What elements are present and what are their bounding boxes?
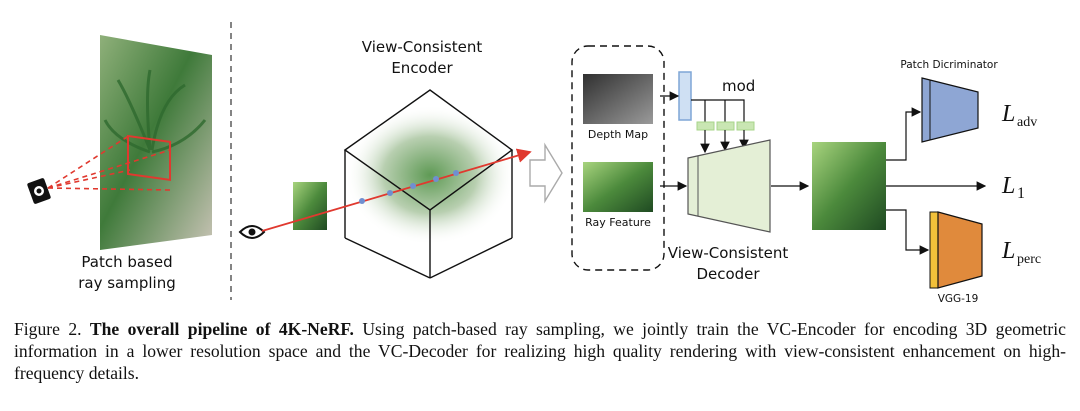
loss-branches [886,107,987,255]
loss-perc-symbol: L [1001,238,1015,264]
loss-perc: L perc [1001,238,1041,267]
loss-adv-symbol: L [1001,101,1015,127]
loss-l1-subscript: 1 [1017,185,1025,202]
sample-points [359,170,459,204]
loss-l1: L 1 [1001,173,1025,202]
caption-prefix: Figure 2. [14,319,82,339]
discriminator-label: Patch Dicriminator [900,59,998,71]
loss-perc-subscript: perc [1017,252,1041,267]
eye-icon [238,225,266,239]
encoder-panel: View-Consistent Encoder [238,38,532,279]
depth-feature-bar [678,71,692,121]
camera-icon [27,178,51,204]
output-image [812,142,886,230]
modulation-block: mod [660,71,755,154]
ray-patch-image [293,182,327,230]
sampling-rays [47,134,171,191]
decoder-label-line1: View-Consistent [668,244,789,262]
depth-map-image [583,74,653,124]
depth-map-label: Depth Map [588,128,648,141]
vgg-network: VGG-19 [929,211,983,305]
loss-l1-symbol: L [1001,173,1015,199]
pipeline-figure: Patch based ray sampling View-Consistent… [27,22,1041,305]
encoder-label-line2: Encoder [391,59,453,77]
sampled-patch [127,134,171,182]
encoder-label-line1: View-Consistent [362,38,483,56]
mod-block-2 [716,121,735,131]
decoder-block: View-Consistent Decoder [660,139,789,283]
mod-block-1 [696,121,715,131]
loss-adv: L adv [1001,101,1037,130]
hollow-arrow [529,142,563,204]
plant-leaves [103,69,207,154]
vgg-input-bar [929,211,939,289]
figure-caption: Figure 2. The overall pipeline of 4K-NeR… [14,318,1066,384]
mod-label: mod [722,77,755,95]
mod-block-3 [736,121,755,131]
ray-feature-image [583,162,653,212]
caption-text: Using patch-based ray sampling, we joint… [14,319,1066,383]
vgg-label: VGG-19 [938,293,979,305]
loss-adv-subscript: adv [1017,115,1037,130]
caption-bold-title: The overall pipeline of 4K-NeRF. [89,319,354,339]
sampling-label-line2: ray sampling [78,274,176,292]
cube-content-glow [345,105,515,245]
scene-image [100,35,212,250]
patch-discriminator: Patch Dicriminator [900,59,998,143]
feature-box: Depth Map Ray Feature [571,45,665,271]
decoder-label-line2: Decoder [696,265,760,283]
ray-feature-label: Ray Feature [585,216,651,229]
ray-line [261,148,532,232]
scene-sampling-panel: Patch based ray sampling [27,35,212,292]
sampling-label-line1: Patch based [81,253,172,271]
